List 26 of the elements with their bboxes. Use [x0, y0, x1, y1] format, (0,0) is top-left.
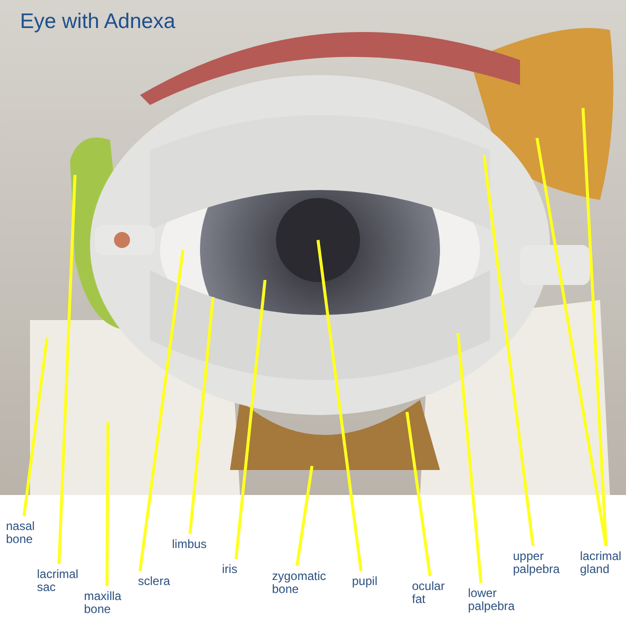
part-label: limbus — [172, 538, 217, 551]
leader-line — [106, 422, 110, 586]
leader-line — [536, 138, 608, 546]
title: Eye with Adnexa — [20, 10, 176, 34]
part-label: pupil — [352, 575, 387, 588]
leader-line — [188, 296, 214, 534]
part-label: nasal bone — [6, 520, 46, 546]
part-label: iris — [222, 563, 247, 576]
leader-line — [582, 108, 608, 546]
part-label: upper palpebra — [513, 550, 568, 576]
leader-line — [296, 466, 314, 566]
part-label: lacrimal gland — [580, 550, 625, 576]
part-label: lower palpebra — [468, 587, 523, 613]
part-label: ocular fat — [412, 580, 452, 606]
leader-line — [234, 280, 266, 560]
leader-line — [456, 332, 482, 584]
leader-line — [316, 240, 362, 572]
part-label: zygomatic bone — [272, 570, 334, 596]
leader-line — [138, 250, 184, 572]
leader-line — [22, 338, 48, 516]
part-label: maxilla bone — [84, 590, 129, 616]
leader-line — [406, 412, 432, 576]
part-label: sclera — [138, 575, 178, 588]
leader-line — [482, 154, 534, 546]
part-label: lacrimal sac — [37, 568, 87, 594]
leader-line — [58, 174, 76, 564]
